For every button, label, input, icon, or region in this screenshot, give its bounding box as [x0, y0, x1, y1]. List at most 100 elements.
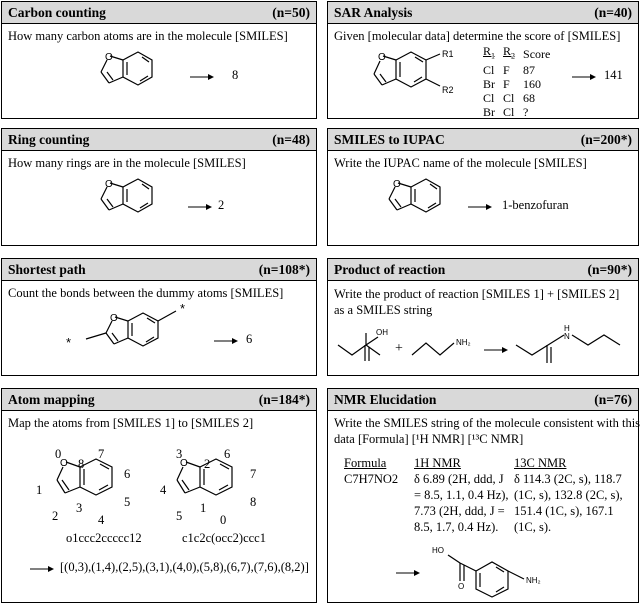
oh-label: OH: [376, 328, 388, 337]
panel-product-of-reaction: Product of reaction (n=90*) Write the pr…: [327, 258, 639, 376]
atom-number: 2: [204, 457, 211, 471]
atom-number: 1: [36, 483, 43, 497]
r1-label: R1: [442, 49, 454, 59]
substituted-benzofuran-structure: O R1 R2: [373, 49, 454, 95]
svg-text:O: O: [60, 458, 68, 469]
atom-number: 7: [98, 447, 105, 461]
panel-header: Carbon counting (n=50): [2, 2, 316, 24]
atom-number: 6: [224, 447, 231, 461]
arrow-icon: [396, 570, 420, 576]
o-label: O: [458, 582, 464, 591]
nh2-label: NH₂: [526, 576, 541, 585]
panel-title: Carbon counting: [8, 5, 106, 20]
dummy-atom-left: *: [66, 335, 71, 350]
arrow-icon: [190, 74, 214, 80]
svg-text:O: O: [393, 179, 401, 190]
nh-h-label: H: [564, 324, 570, 333]
benzofuran-structure: O: [100, 178, 153, 213]
ho-label: HO: [432, 546, 444, 555]
atom-number: 4: [160, 483, 167, 497]
panel-header: Shortest path (n=108*): [2, 259, 316, 281]
panel-ring-counting: Ring counting (n=48) How many rings are …: [1, 128, 317, 246]
panel-question: Count the bonds between the dummy atoms …: [8, 286, 284, 300]
atom-number: 6: [124, 467, 131, 481]
panel-title: SMILES to IUPAC: [334, 132, 445, 147]
h-nmr-line: δ 6.89 (2H, ddd, J: [414, 472, 504, 486]
arrow-icon: [484, 347, 508, 353]
atom-number: 4: [98, 513, 105, 527]
header-score: Score: [523, 46, 551, 61]
panel-sar-analysis: SAR Analysis (n=40) Given [molecular dat…: [327, 1, 639, 119]
atom-number: 3: [76, 501, 83, 515]
arrow-icon: [572, 74, 596, 80]
svg-text:O: O: [105, 52, 113, 63]
plus-sign: +: [395, 341, 403, 356]
nh2-label: NH₂: [456, 338, 471, 347]
atom-number: 8: [78, 457, 85, 471]
atom-number: 7: [250, 467, 257, 481]
panel-title: Shortest path: [8, 262, 86, 277]
answer: 1-benzofuran: [502, 198, 569, 212]
panel-count: (n=50): [272, 5, 310, 20]
propanoic-acid-structure: OH: [337, 328, 388, 361]
panel-header: Ring counting (n=48): [2, 129, 316, 151]
formula-value: C7H7NO2: [344, 472, 399, 486]
panel-title: Product of reaction: [334, 262, 446, 277]
atom-number: 5: [176, 509, 183, 523]
answer: 8: [232, 68, 239, 82]
panel-count: (n=90*): [587, 262, 632, 277]
answer: 6: [246, 332, 253, 346]
arrow-icon: [30, 566, 54, 572]
benzofuran-structure: O: [100, 51, 153, 86]
dummy-atom-right: *: [180, 301, 185, 316]
svg-text:O: O: [105, 179, 113, 190]
svg-text:O: O: [110, 313, 118, 324]
aminobenzoic-acid-structure: HO O NH₂: [432, 546, 541, 598]
c-nmr-line: 151.4 (1C, s), 167.1: [514, 504, 614, 518]
panel-header: NMR Elucidation (n=76): [328, 389, 638, 411]
h-nmr-line: 7.73 (2H, ddd, J =: [414, 504, 505, 518]
panel-question: How many carbon atoms are in the molecul…: [8, 29, 288, 43]
panel-count: (n=200*): [580, 132, 632, 147]
h-nmr-line: = 8.5, 1.1, 0.4 Hz),: [414, 488, 509, 502]
panel-header: Atom mapping (n=184*): [2, 389, 316, 411]
panel-question-line-2: data [Formula] [¹H NMR] [¹³C NMR]: [334, 432, 524, 446]
panel-shortest-path: Shortest path (n=108*) Count the bonds b…: [1, 258, 317, 376]
c-nmr-line: δ 114.3 (2C, s), 118.7: [514, 472, 622, 486]
h-nmr-line: 8.5, 1.7, 0.4 Hz).: [414, 520, 499, 534]
arrow-icon: [468, 204, 492, 210]
panel-header: SMILES to IUPAC (n=200*): [328, 129, 638, 151]
atom-number: 5: [124, 495, 131, 509]
answer: 2: [218, 198, 225, 212]
c-nmr-header: 13C NMR: [514, 456, 567, 470]
benzofuran-mapped-structure-2: O: [176, 458, 233, 496]
atom-number: 3: [176, 447, 183, 461]
h-nmr-column: 1H NMR δ 6.89 (2H, ddd, J = 8.5, 1.1, 0.…: [414, 455, 509, 535]
c-nmr-line: (1C, s), 132.8 (2C, s),: [514, 488, 623, 502]
panel-carbon-counting: Carbon counting (n=50) How many carbon a…: [1, 1, 317, 119]
table-header-row: R1 R2 Score: [483, 44, 558, 63]
panel-nmr-elucidation: NMR Elucidation (n=76) Write the SMILES …: [327, 388, 640, 603]
n-propylpropanamide-structure: H N: [515, 324, 621, 363]
panel-title: Atom mapping: [8, 392, 95, 407]
svg-text:O: O: [180, 458, 188, 469]
panel-count: (n=40): [594, 5, 632, 20]
panel-atom-mapping: Atom mapping (n=184*) Map the atoms from…: [1, 388, 317, 603]
panel-header: Product of reaction (n=90*): [328, 259, 638, 281]
atom-number: 0: [220, 513, 227, 527]
panel-question: Write the product of reaction [SMILES 1]…: [334, 287, 620, 317]
atom-number: 2: [52, 509, 59, 523]
dummy-benzofuran-structure: O * *: [66, 301, 185, 350]
panel-count: (n=108*): [258, 262, 310, 277]
panel-header: SAR Analysis (n=40): [328, 2, 638, 24]
r2-label: R2: [442, 85, 454, 95]
answer: 141: [604, 68, 623, 82]
c-nmr-line: (1C, s).: [514, 520, 552, 534]
propylamine-structure: NH₂: [411, 338, 471, 356]
atom-number: 1: [200, 501, 207, 515]
